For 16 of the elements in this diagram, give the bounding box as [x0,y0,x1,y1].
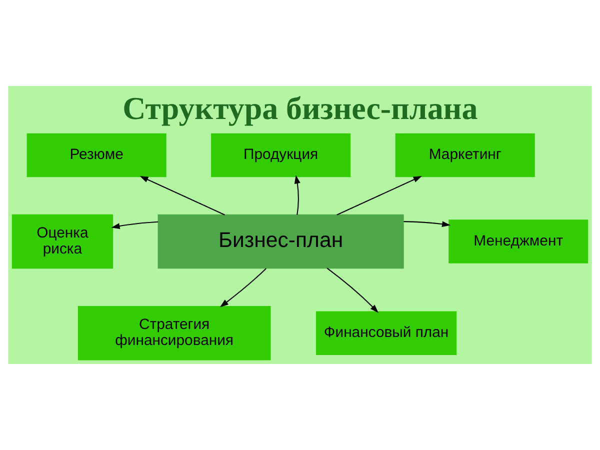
arrow [111,221,158,229]
node-box: Стратегия финансирования [78,306,271,360]
arrow [140,176,225,216]
arrow [294,175,300,215]
node-box: Бизнес-план [158,214,404,269]
arrow [404,221,451,228]
node-box: Маркетинг [395,133,535,178]
node-box: Оценка риска [12,214,114,269]
node-box: Продукция [211,133,351,178]
arrow [220,268,266,308]
diagram-title: Структура бизнес-плана [122,91,478,126]
node-box: Менеджмент [448,220,588,264]
node-box: Финансовый план [316,311,457,355]
node-box: Резюме [26,133,166,178]
arrow [326,268,379,313]
arrow [336,176,422,216]
